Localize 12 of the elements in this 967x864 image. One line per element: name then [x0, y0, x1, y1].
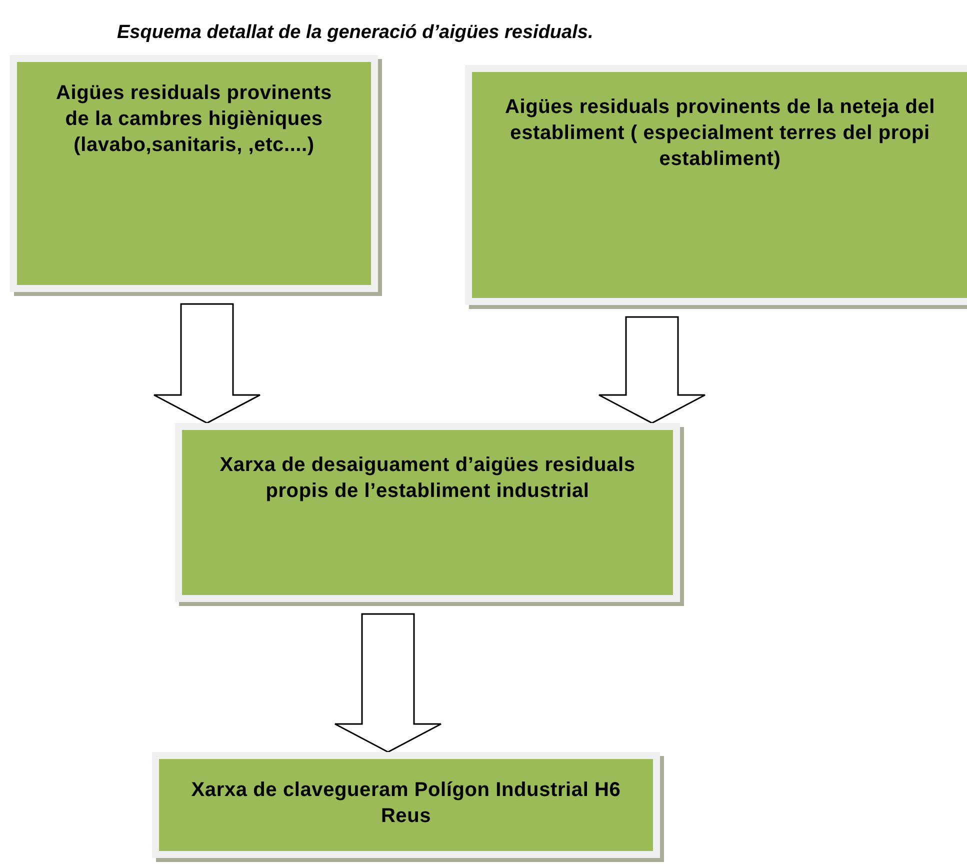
block-arrow	[334, 613, 442, 753]
process-box	[465, 65, 967, 305]
box-text: Aigües residuals provinents de la cambres higièniques (lavabo,sanitaris, ,etc....)	[55, 81, 333, 158]
process-box	[175, 423, 680, 602]
process-box	[10, 55, 378, 292]
block-arrow	[598, 316, 706, 424]
diagram-title: Esquema detallat de la generació d’aigües residuals.	[117, 22, 594, 44]
box-text: Xarxa de clavegueram Polígon Industrial H6 Reus	[190, 778, 622, 829]
block-arrow	[153, 303, 261, 424]
box-text: Aigües residuals provinents de la neteja del establiment ( especialment terres del propi establiment)	[504, 95, 936, 172]
process-box	[152, 752, 660, 858]
box-text: Xarxa de desaiguament d’aigües residuals propis de l’establiment industrial	[218, 453, 636, 504]
